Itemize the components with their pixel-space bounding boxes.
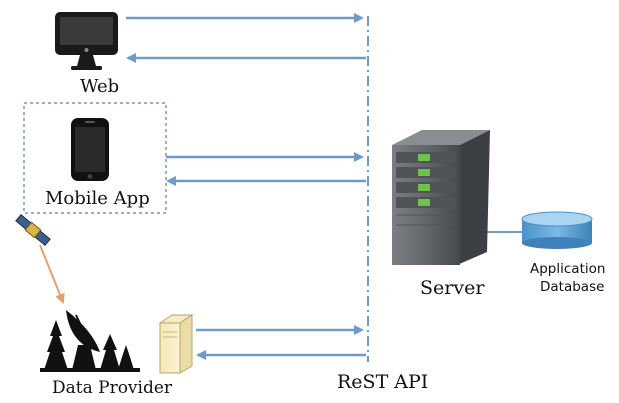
web-label: Web bbox=[80, 76, 120, 97]
smartphone-icon bbox=[71, 118, 109, 181]
data-provider-label: Data Provider bbox=[52, 378, 173, 398]
satellite-dish-icon bbox=[40, 310, 140, 372]
satellite-icon bbox=[15, 214, 51, 246]
server-label: Server bbox=[420, 277, 485, 299]
database-label-line2: Database bbox=[540, 279, 605, 295]
rest-api-label: ReST API bbox=[337, 371, 429, 393]
desktop-monitor-icon bbox=[55, 12, 118, 70]
database-cylinder-icon bbox=[521, 211, 593, 249]
server-tower-icon bbox=[392, 130, 490, 265]
provider-server-icon bbox=[158, 314, 194, 374]
database-label-line1: Application bbox=[530, 261, 606, 277]
mobile-app-label: Mobile App bbox=[45, 188, 150, 209]
satellite-link-arrow bbox=[39, 244, 65, 304]
